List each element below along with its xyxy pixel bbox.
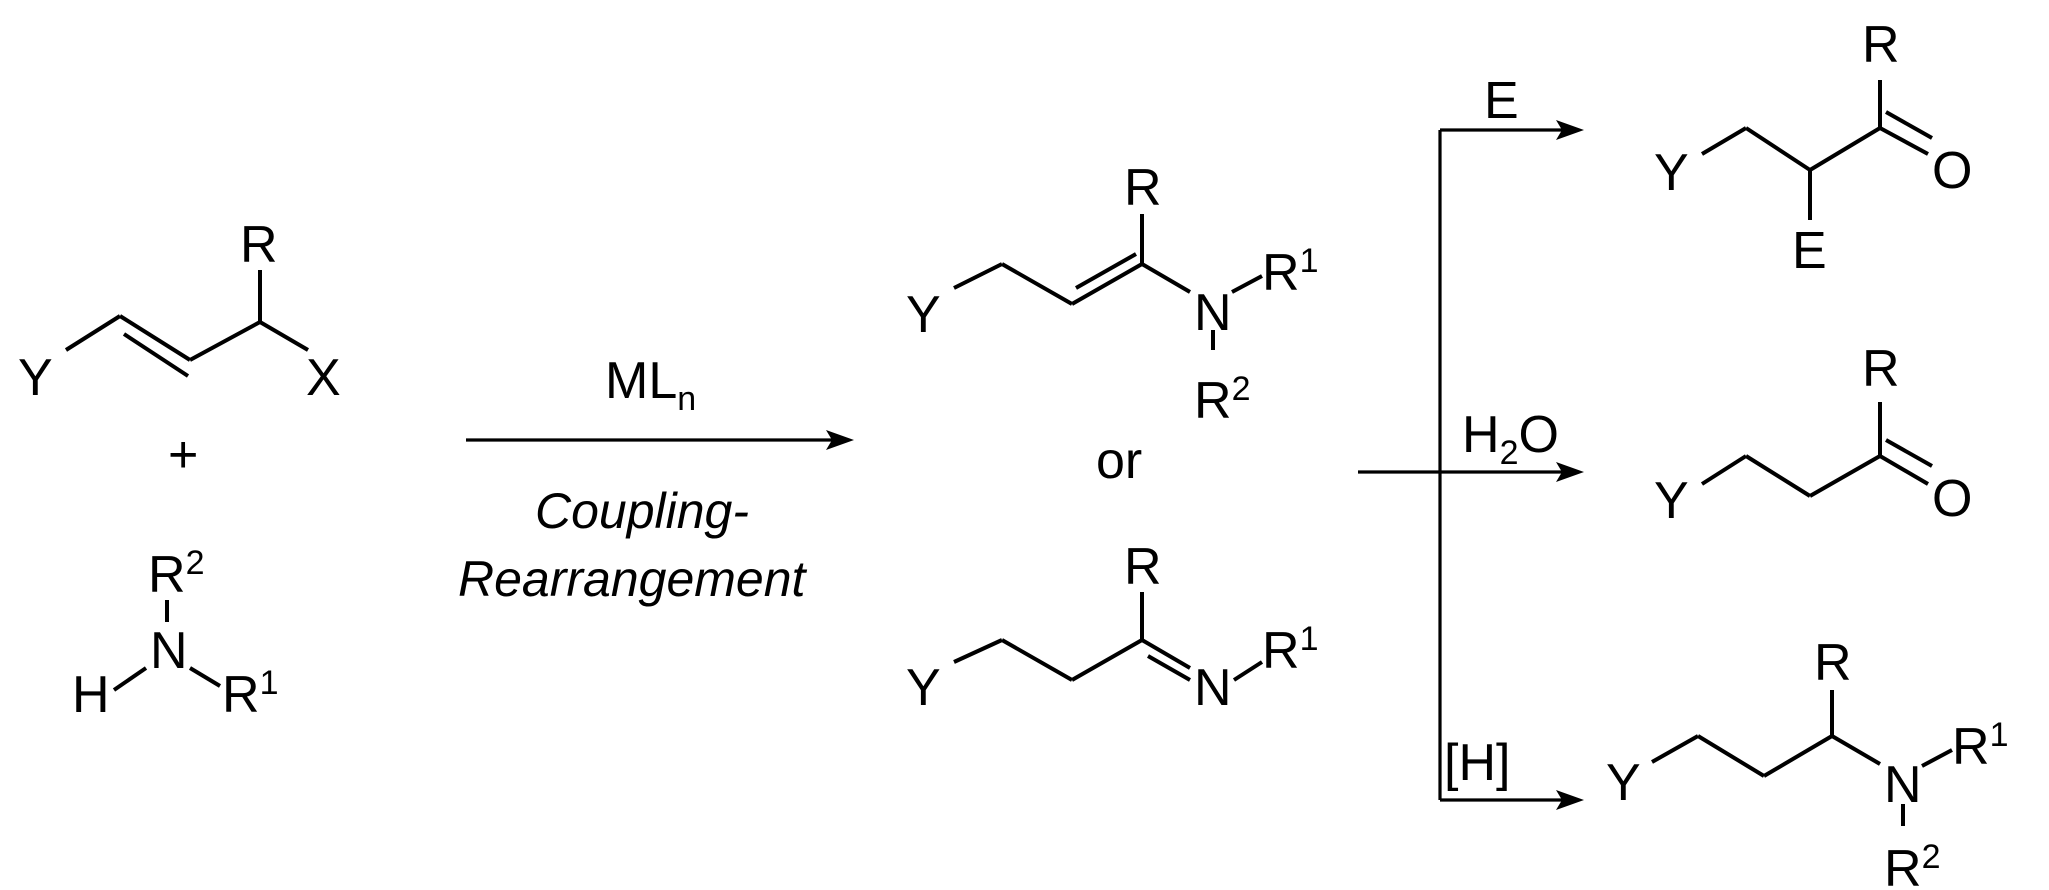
branching-arrows: E H2O [H] [1358, 72, 1584, 810]
atom-y: Y [906, 286, 941, 344]
bond [953, 638, 1003, 664]
atom-n: N [1194, 659, 1232, 717]
main-reaction-arrow: MLn Coupling- Rearrangement [458, 352, 854, 607]
bond [1140, 262, 1192, 294]
reactant-allyl: Y R X [18, 216, 341, 407]
atom-r: R [1124, 538, 1162, 596]
atom-y: Y [1606, 754, 1641, 812]
reagent-label: MLn [605, 352, 696, 418]
atom-r: R [240, 216, 278, 274]
double-bond-inner [1147, 654, 1191, 682]
atom-y: Y [1654, 144, 1689, 202]
atom-y: Y [18, 349, 53, 407]
bond [1700, 454, 1748, 486]
bond [1744, 454, 1812, 498]
condition-label-line1: Coupling- [535, 483, 749, 539]
bond [1696, 734, 1766, 778]
bond [1651, 734, 1699, 764]
condition-water: H2O [1462, 406, 1559, 472]
atom-y: Y [1654, 472, 1689, 530]
or-text: or [1096, 432, 1142, 490]
atom-r: R [1862, 340, 1900, 398]
bond [1808, 126, 1882, 172]
plus-sign: + [168, 426, 198, 484]
double-bond-inner [1885, 438, 1933, 468]
bond [118, 314, 192, 362]
atom-y: Y [906, 659, 941, 717]
bond [189, 320, 261, 362]
atom-r1: R1 [1262, 620, 1318, 680]
atom-r2: R2 [1884, 838, 1940, 890]
bond [1830, 734, 1882, 766]
product-alkylated-ketone: Y R O E [1654, 16, 1972, 280]
bond [1879, 126, 1929, 156]
bond [1762, 734, 1834, 778]
atom-r: R [1814, 634, 1852, 692]
bond [1921, 748, 1953, 768]
bond [1700, 126, 1748, 156]
bond [64, 314, 122, 352]
arrow-head-bottom [1556, 790, 1584, 810]
double-bond-inner [1885, 110, 1933, 140]
double-bond-inner [1075, 252, 1137, 290]
bond [1744, 126, 1812, 172]
atom-r: R [1862, 16, 1900, 74]
condition-e: E [1484, 72, 1519, 130]
atom-n: N [1884, 756, 1922, 814]
atom-o: O [1932, 142, 1972, 200]
atom-r1: R1 [1262, 242, 1318, 302]
intermediate-imine: Y R N R1 [906, 538, 1318, 717]
bond [1231, 274, 1263, 294]
atom-e: E [1792, 222, 1827, 280]
atom-r2: R2 [148, 544, 204, 604]
bond [1878, 454, 1930, 486]
condition-label-line2: Rearrangement [458, 551, 808, 607]
atom-r2: R2 [1194, 370, 1250, 430]
bond [953, 262, 1003, 290]
bond [1001, 262, 1073, 306]
bond [1071, 262, 1143, 306]
condition-reduction: [H] [1444, 734, 1510, 792]
double-bond-inner [122, 332, 190, 378]
bond [1232, 660, 1264, 682]
bond [1809, 454, 1881, 498]
arrow-head-middle [1556, 462, 1584, 482]
arrow-head-top [1556, 120, 1584, 140]
reactant-amine: R2 N H R1 [72, 544, 278, 724]
arrow-head [826, 430, 854, 450]
atom-x: X [306, 349, 341, 407]
bond [1001, 638, 1073, 682]
atom-r1: R1 [1952, 716, 2008, 776]
atom-n: N [150, 622, 188, 680]
intermediate-enamine: Y R N R1 R2 [906, 159, 1318, 430]
atom-h: H [72, 666, 110, 724]
product-ketone: Y R O [1654, 340, 1972, 530]
bond [112, 666, 148, 692]
bond [1071, 638, 1143, 682]
product-amine: Y R N R1 R2 [1606, 634, 2008, 890]
atom-o: O [1932, 470, 1972, 528]
bond [1140, 638, 1192, 670]
atom-r1: R1 [222, 664, 278, 724]
bond [188, 666, 222, 688]
atom-n: N [1194, 284, 1232, 342]
atom-r: R [1124, 159, 1162, 217]
bond [258, 320, 310, 352]
